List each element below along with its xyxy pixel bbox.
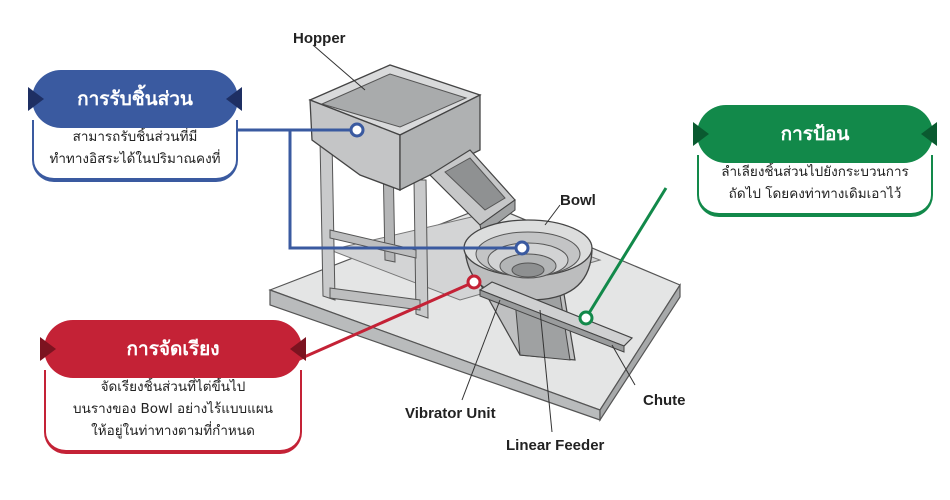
receive-description-line: สามารถรับชิ้นส่วนที่มี <box>72 129 198 145</box>
hopper <box>308 64 482 192</box>
align-description-line: จัดเรียงชิ้นส่วนที่ไต่ขึ้นไป <box>100 379 246 395</box>
receive-marker-bowl <box>514 240 530 256</box>
ribbon-left-icon <box>40 337 56 361</box>
feed-description-line: ถัดไป โดยคงท่าทางเดิมเอาไว้ <box>728 186 902 202</box>
ribbon-left-icon <box>693 122 709 146</box>
ribbon-right-icon <box>290 337 306 361</box>
feed-title: การป้อน <box>780 123 850 145</box>
align-title: การจัดเรียง <box>126 338 220 360</box>
vibrator-unit-label: Vibrator Unit <box>405 405 496 422</box>
receive-title-badge: การรับชิ้นส่วน <box>32 70 238 128</box>
feed-description: ลำเลียงชิ้นส่วนไปยังกระบวนการ ถัดไป โดยค… <box>697 155 933 217</box>
align-description-line: ให้อยู่ในท่าทางตามที่กำหนด <box>91 423 255 439</box>
linear-rail <box>478 281 634 353</box>
hopper-frame <box>319 139 429 319</box>
align-description: จัดเรียงชิ้นส่วนที่ไต่ขึ้นไป บนรางของ Bo… <box>44 370 302 454</box>
leader-lines <box>238 44 668 433</box>
align-description-line: บนรางของ Bowl อย่างไร้แบบแผน <box>73 401 273 417</box>
receive-title: การรับชิ้นส่วน <box>77 88 193 110</box>
chute-label: Chute <box>643 392 686 409</box>
hopper-chute <box>429 149 516 236</box>
ribbon-right-icon <box>921 122 937 146</box>
receive-marker <box>349 122 365 138</box>
align-title-badge: การจัดเรียง <box>44 320 302 378</box>
linear-feeder-label: Linear Feeder <box>506 437 605 454</box>
feed-marker <box>578 310 594 326</box>
ribbon-left-icon <box>28 87 44 111</box>
align-marker <box>466 274 482 290</box>
feed-description-line: ลำเลียงชิ้นส่วนไปยังกระบวนการ <box>721 164 909 180</box>
ribbon-right-icon <box>226 87 242 111</box>
hopper-label: Hopper <box>293 30 346 47</box>
feed-title-badge: การป้อน <box>697 105 933 163</box>
receive-description: สามารถรับชิ้นส่วนที่มี ทำทางอิสระได้ในปร… <box>32 120 238 182</box>
receive-description-line: ทำทางอิสระได้ในปริมาณคงที่ <box>49 151 221 167</box>
bowl-label: Bowl <box>560 192 596 209</box>
